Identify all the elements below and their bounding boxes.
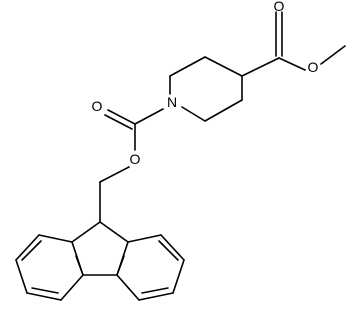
bond-oether-methyl xyxy=(320,45,346,65)
bond-right-4 xyxy=(172,259,185,294)
bond-carbamate-c-o-double-b xyxy=(104,114,133,130)
bond-right-inner-b xyxy=(141,287,169,294)
bond-left-inner-b xyxy=(31,287,59,294)
atom-n-piperidine: N xyxy=(167,94,177,110)
bond-left-2 xyxy=(60,274,84,301)
bond-ring-c4-ester-c xyxy=(241,57,280,77)
bond-right-5 xyxy=(160,234,185,261)
atom-o-carbamate-carbonyl: O xyxy=(92,98,103,114)
methyl-ester-group xyxy=(241,11,346,77)
atom-o-ester-ether: O xyxy=(308,59,319,75)
atom-o-ester-carbonyl: O xyxy=(274,0,285,14)
bond-c6-c5 xyxy=(204,99,243,122)
bond-right-6 xyxy=(127,234,162,243)
bond-left-inner-a xyxy=(75,255,84,276)
bond-left-5 xyxy=(15,234,40,261)
bond-right-3 xyxy=(138,292,174,301)
bond-left-3 xyxy=(26,292,62,301)
bond-c4-c3 xyxy=(204,56,243,77)
bond-oether-ch2 xyxy=(99,166,130,183)
bond-left-inner-c xyxy=(21,240,42,261)
bond-c3-c2 xyxy=(169,56,206,77)
bond-right-inner-c xyxy=(158,240,179,261)
bond-left-4 xyxy=(15,259,28,294)
atom-labels: O O N O O xyxy=(92,0,319,167)
bond-c9-c9a xyxy=(71,221,101,243)
bond-ester-c-oether xyxy=(278,57,306,71)
piperidine-ring xyxy=(169,56,243,122)
atom-o-carbamate-ether: O xyxy=(130,151,141,167)
bond-right-2 xyxy=(116,274,140,301)
bond-n-carbamate-c xyxy=(134,108,164,125)
bond-carbamate-c-o-double-a xyxy=(107,109,136,125)
carbamate-group xyxy=(99,108,164,223)
bond-c9-c8a xyxy=(99,221,129,243)
fluorene-system xyxy=(15,221,185,301)
bond-left-6 xyxy=(38,234,73,243)
bond-n-c6 xyxy=(181,106,206,122)
bond-right-inner-a xyxy=(116,255,125,276)
